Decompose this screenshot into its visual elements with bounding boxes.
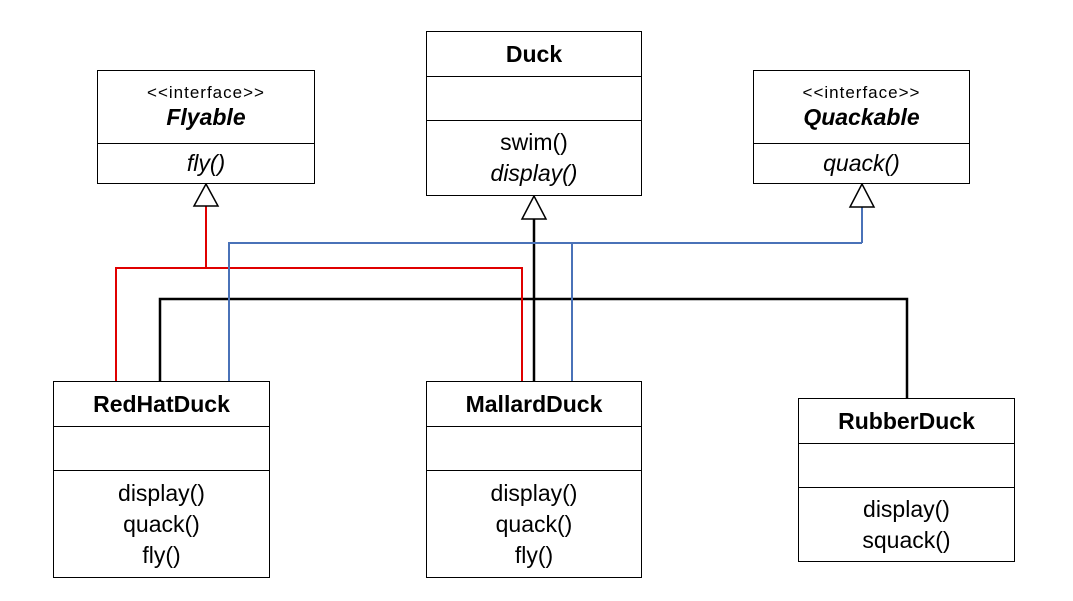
operation: fly() bbox=[514, 541, 554, 568]
duck-name-section: Duck bbox=[427, 32, 641, 76]
interface-name: Quackable bbox=[803, 104, 920, 130]
class-name: MallardDuck bbox=[465, 391, 603, 417]
duck-operations-section: swim() display() bbox=[427, 120, 641, 195]
redhatduck-to-flyable-line bbox=[115, 267, 206, 381]
redhatduck-operations-section: display() quack() fly() bbox=[54, 470, 269, 577]
operation: squack() bbox=[862, 526, 951, 553]
mallardduck-attributes-section bbox=[427, 426, 641, 470]
redhatduck-to-quackable-line bbox=[228, 242, 862, 381]
stereotype-label: <<interface>> bbox=[147, 83, 265, 102]
operation: display() bbox=[490, 479, 578, 506]
mallardduck-to-flyable-line bbox=[206, 267, 523, 381]
quackable-operations-section: quack() bbox=[754, 143, 969, 183]
flyable-lines bbox=[115, 206, 523, 381]
mallardduck-name-section: MallardDuck bbox=[427, 382, 641, 426]
mallardduck-operations-section: display() quack() fly() bbox=[427, 470, 641, 577]
flyable-arrowhead bbox=[192, 182, 220, 207]
flyable-interface: <<interface>> Flyable fly() bbox=[97, 70, 315, 184]
operation: quack() bbox=[123, 510, 200, 537]
rubberduck-attributes-section bbox=[799, 443, 1014, 487]
quackable-lines bbox=[228, 207, 863, 381]
redhatduck-class: RedHatDuck display() quack() fly() bbox=[53, 381, 270, 578]
operation: display() bbox=[863, 495, 950, 522]
class-name: RedHatDuck bbox=[93, 391, 230, 417]
operation: display() bbox=[490, 160, 578, 186]
duck-arrowhead bbox=[520, 194, 548, 220]
redhatduck-to-duck-line bbox=[158, 297, 534, 381]
operation: display() bbox=[118, 479, 205, 506]
operation: quack() bbox=[495, 510, 573, 537]
redhatduck-name-section: RedHatDuck bbox=[54, 382, 269, 426]
flyable-operations-section: fly() bbox=[98, 143, 314, 183]
duck-class: Duck swim() display() bbox=[426, 31, 642, 196]
quackable-name-section: <<interface>> Quackable bbox=[754, 71, 969, 143]
rubberduck-name-section: RubberDuck bbox=[799, 399, 1014, 443]
stereotype-label: <<interface>> bbox=[802, 83, 921, 102]
quackable-arrowhead bbox=[848, 182, 876, 208]
rubberduck-operations-section: display() squack() bbox=[799, 487, 1014, 561]
rubberduck-class: RubberDuck display() squack() bbox=[798, 398, 1015, 562]
interface-name: Flyable bbox=[166, 104, 246, 130]
rubberduck-to-duck-line bbox=[534, 297, 909, 398]
operation: quack() bbox=[823, 150, 900, 176]
operation: fly() bbox=[186, 150, 226, 176]
redhatduck-attributes-section bbox=[54, 426, 269, 470]
class-name: RubberDuck bbox=[838, 408, 975, 434]
mallardduck-class: MallardDuck display() quack() fly() bbox=[426, 381, 642, 578]
operation: fly() bbox=[142, 541, 181, 568]
duck-attributes-section bbox=[427, 76, 641, 120]
class-name: Duck bbox=[505, 41, 563, 67]
inheritance-lines bbox=[158, 219, 909, 398]
flyable-name-section: <<interface>> Flyable bbox=[98, 71, 314, 143]
operation: swim() bbox=[500, 129, 568, 155]
quackable-interface: <<interface>> Quackable quack() bbox=[753, 70, 970, 184]
